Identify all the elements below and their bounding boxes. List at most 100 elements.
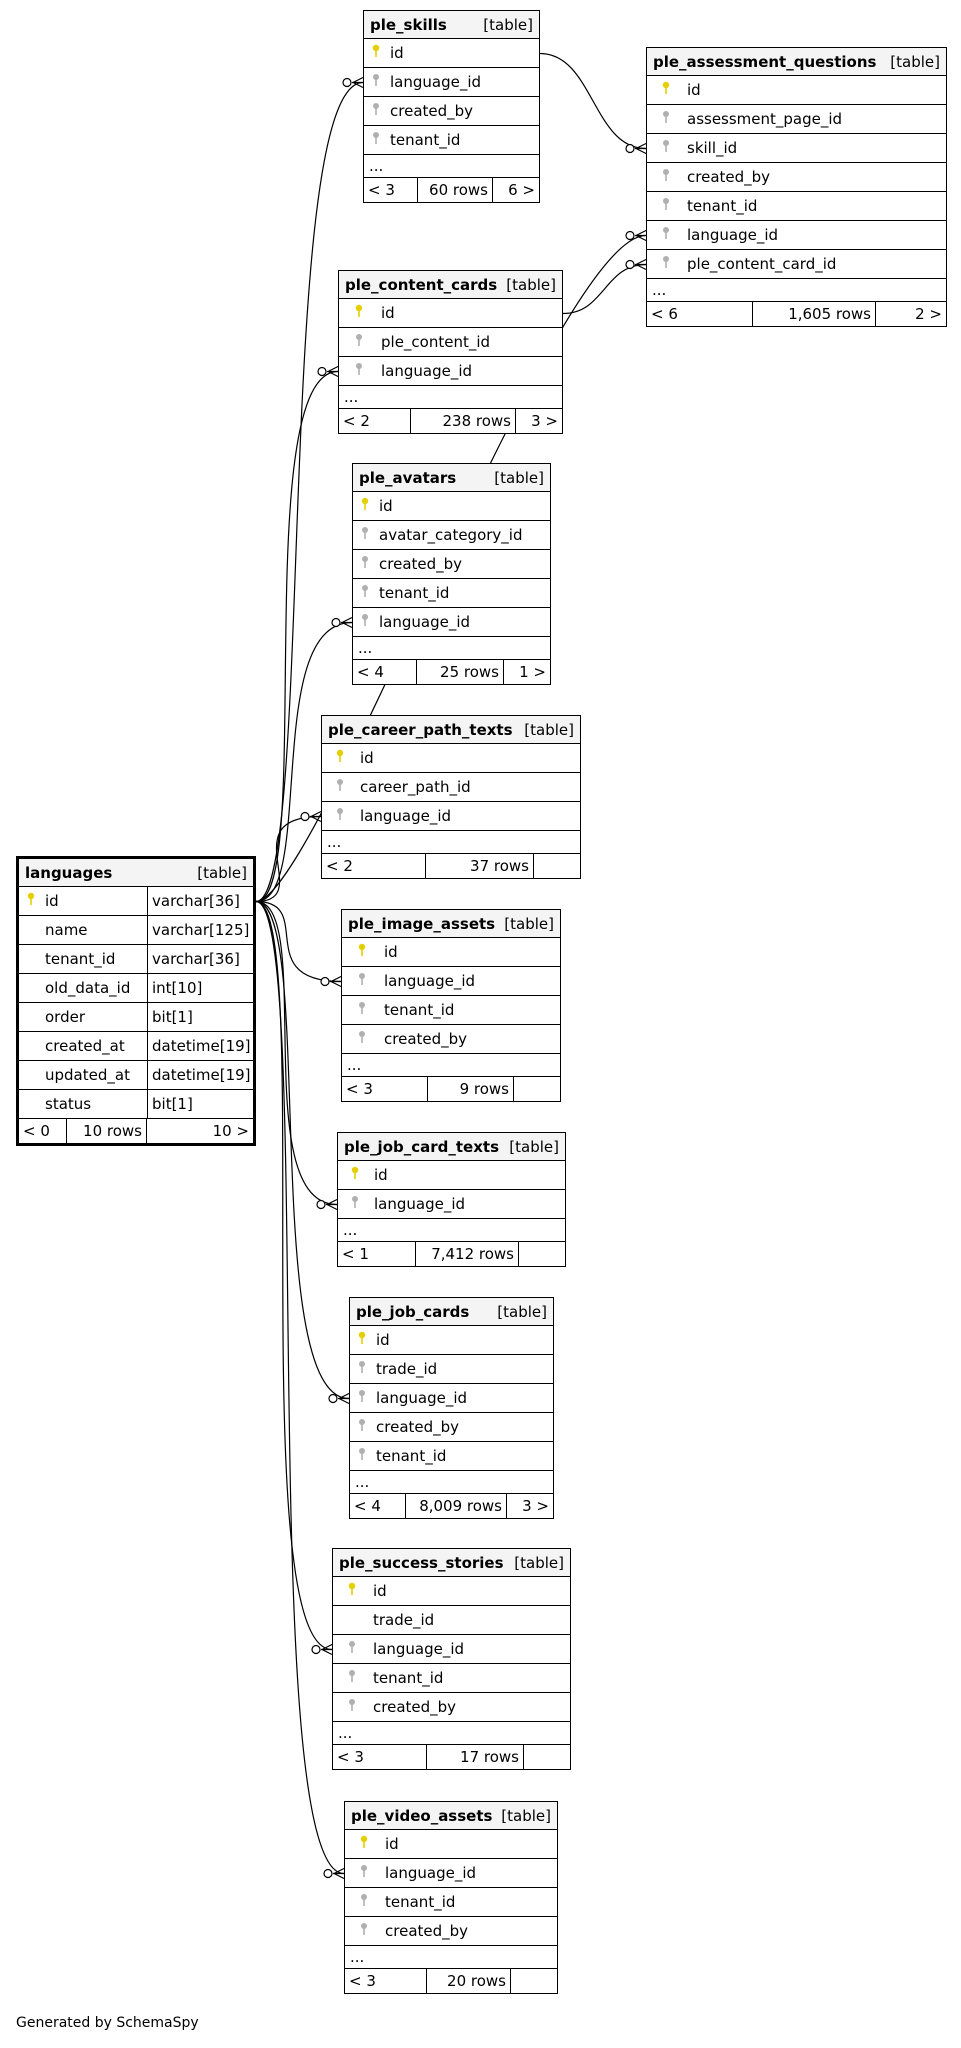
column-row[interactable]: trade_id [333, 1606, 570, 1635]
children-count[interactable]: 10 > [212, 1122, 249, 1140]
parents-count[interactable]: < 4 [350, 1494, 406, 1518]
column-name: id [373, 1582, 387, 1600]
crows-foot-marker [338, 1392, 350, 1405]
children-count[interactable]: 2 > [915, 305, 942, 323]
parents-count[interactable]: < 4 [353, 660, 417, 684]
children-count[interactable] [519, 1242, 565, 1266]
column-row[interactable]: language_id [353, 608, 550, 637]
column-row[interactable]: tenant_id [353, 579, 550, 608]
column-row[interactable]: assessment_page_id [647, 105, 946, 134]
column-row[interactable]: tenant_id [342, 996, 560, 1025]
parents-count[interactable]: < 6 [647, 302, 753, 326]
column-row[interactable]: id [353, 492, 550, 521]
column-row[interactable]: id [364, 39, 539, 68]
column-row[interactable]: language_id [333, 1635, 570, 1664]
foreign-key-icon [350, 1418, 374, 1436]
column-row[interactable]: id [339, 299, 562, 328]
children-count[interactable] [514, 1077, 560, 1101]
column-row[interactable]: tenant_id [647, 192, 946, 221]
parents-count[interactable]: < 3 [364, 178, 418, 202]
column-row[interactable]: id [647, 76, 946, 105]
relationship-line [562, 263, 647, 315]
column-row[interactable]: career_path_id [322, 773, 580, 802]
children-count[interactable]: 1 > [519, 663, 546, 681]
column-row[interactable]: created_by [333, 1693, 570, 1722]
column-row[interactable]: created_by [353, 550, 550, 579]
row-count: 60 rows [418, 178, 493, 202]
children-count[interactable] [534, 854, 580, 878]
parents-count[interactable]: < 1 [338, 1242, 416, 1266]
column-row[interactable]: avatar_category_id [353, 521, 550, 550]
children-count[interactable] [524, 1745, 570, 1769]
parents-count[interactable]: < 3 [345, 1969, 427, 1993]
column-row[interactable]: language_id [647, 221, 946, 250]
column-name: id [376, 1331, 390, 1349]
children-count[interactable]: 3 > [531, 412, 558, 430]
parents-count[interactable]: < 2 [339, 409, 411, 433]
parents-count[interactable]: < 3 [333, 1745, 427, 1769]
column-row[interactable]: language_id [345, 1859, 557, 1888]
column-row[interactable]: id [350, 1326, 553, 1355]
column-row[interactable]: id [333, 1577, 570, 1606]
column-row[interactable]: created_by [345, 1917, 557, 1946]
column-row[interactable]: created_by [364, 97, 539, 126]
parents-count[interactable]: < 0 [19, 1119, 67, 1143]
column-row[interactable]: language_id [339, 357, 562, 386]
column-row[interactable]: id [342, 938, 560, 967]
column-row[interactable]: skill_id [647, 134, 946, 163]
column-row[interactable]: language_id [342, 967, 560, 996]
column-row[interactable]: language_id [322, 802, 580, 831]
column-row[interactable]: language_id [364, 68, 539, 97]
parents-count[interactable]: < 2 [322, 854, 426, 878]
column-row[interactable]: created_by [647, 163, 946, 192]
children-count[interactable]: 3 > [522, 1497, 549, 1515]
column-row[interactable]: tenant_id [350, 1442, 553, 1471]
table-header: ple_career_path_texts[table] [322, 716, 580, 744]
table-name: ple_job_card_texts [344, 1137, 500, 1156]
column-row[interactable]: tenant_id [333, 1664, 570, 1693]
table-header: ple_job_card_texts[table] [338, 1133, 565, 1161]
table-type-label: [table] [197, 863, 247, 882]
column-row[interactable]: id [338, 1161, 565, 1190]
more-columns-ellipsis: ... [338, 1219, 565, 1242]
primary-key-icon [338, 1166, 372, 1184]
column-row[interactable]: language_id [338, 1190, 565, 1219]
column-row[interactable]: ple_content_card_id [647, 250, 946, 279]
column-row[interactable]: created_by [350, 1413, 553, 1442]
column-row[interactable]: trade_id [350, 1355, 553, 1384]
column-row[interactable]: ple_content_id [339, 328, 562, 357]
column-row[interactable]: id [322, 744, 580, 773]
zero-cardinality-circle [328, 1393, 338, 1404]
children-count[interactable] [511, 1969, 557, 1993]
column-row[interactable]: tenant_id [345, 1888, 557, 1917]
children-count[interactable]: 6 > [508, 181, 535, 199]
column-row[interactable]: id [345, 1830, 557, 1859]
foreign-key-icon [338, 1195, 372, 1213]
column-row[interactable]: language_id [350, 1384, 553, 1413]
column-row[interactable]: created_by [342, 1025, 560, 1054]
table-type-label: [table] [497, 1302, 547, 1321]
column-row[interactable]: tenant_id [364, 126, 539, 155]
parents-count[interactable]: < 3 [342, 1077, 428, 1101]
